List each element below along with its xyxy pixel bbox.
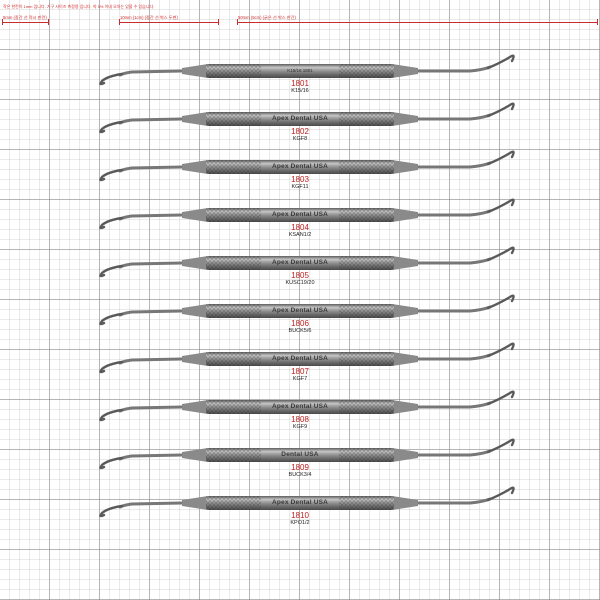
instrument-number: 1810	[291, 511, 309, 520]
instrument-code: BUCK3/4	[288, 472, 312, 478]
curette-instrument	[99, 438, 515, 470]
working-tip-right	[486, 486, 515, 502]
curette-instrument	[99, 486, 515, 518]
working-tip-right	[486, 342, 515, 358]
instrument-number: 1801	[291, 79, 309, 88]
curette-instrument	[99, 342, 515, 374]
curette-instrument	[99, 390, 515, 422]
working-tip-right	[486, 246, 515, 262]
handle-brand-text: Apex Dental USA	[271, 259, 329, 266]
scale-label-5mm: 5mm (중간 선 적시 판란)	[3, 15, 47, 20]
working-tip-left	[99, 456, 124, 470]
curette-instrument	[99, 198, 515, 230]
handle-brand-text: Apex Dental USA	[271, 211, 329, 218]
instrument-number: 1807	[291, 367, 309, 376]
handle-brand-text: Apex Dental USA	[271, 115, 329, 122]
instrument-number: 1806	[291, 319, 309, 328]
working-tip-left	[99, 264, 124, 278]
curette-instrument	[99, 54, 515, 86]
curette-instrument	[99, 246, 515, 278]
handle-brand-text: Apex Dental USA	[271, 307, 329, 314]
working-tip-left	[99, 504, 124, 518]
curette-instrument	[99, 150, 515, 182]
working-tip-right	[486, 438, 515, 454]
scale-tick	[237, 19, 238, 25]
handle-brand-text: Apex Dental USA	[271, 499, 329, 506]
scale-bar-10mm	[119, 22, 218, 23]
instrument-code: KSAN1/2	[288, 232, 312, 238]
scale-tick	[119, 19, 120, 25]
working-tip-right	[486, 54, 515, 70]
measurement-note: 작은 한칸이 1mm 입니다. 기구 사이즈 측정용 입니다. 약 5% 이내 …	[3, 4, 155, 9]
instrument-number: 1804	[291, 223, 309, 232]
scale-bar-50mm	[237, 22, 597, 23]
instrument-code: KGF9	[292, 424, 308, 430]
working-tip-right	[486, 294, 515, 310]
working-tip-right	[486, 198, 515, 214]
handle-stamp-text: K15/16 1801	[287, 68, 313, 73]
instrument-code: KUSC19/20	[285, 280, 315, 286]
scale-label-10mm: 10mm (1cm) (중간 선 박스 두변)	[120, 15, 178, 20]
instrument-code: K15/16	[291, 88, 309, 94]
instrument-code: KGF7	[292, 376, 308, 382]
handle-brand-text: Apex Dental USA	[271, 163, 329, 170]
working-tip-left	[99, 168, 124, 182]
working-tip-right	[486, 390, 515, 406]
handle-brand-text: Dental USA	[281, 451, 319, 458]
instrument-code: KGF8	[292, 136, 308, 142]
scale-bar-5mm	[2, 22, 48, 23]
handle-brand-text: Apex Dental USA	[271, 355, 329, 362]
working-tip-right	[486, 150, 515, 166]
instrument-number: 1805	[291, 271, 309, 280]
working-tip-left	[99, 72, 124, 86]
working-tip-left	[99, 312, 124, 326]
instrument-number: 1803	[291, 175, 309, 184]
working-tip-left	[99, 408, 124, 422]
instrument-code: KGF11	[291, 184, 309, 190]
scale-tick	[48, 19, 49, 25]
instrument-number: 1808	[291, 415, 309, 424]
instrument-code: BUCK5/6	[288, 328, 312, 334]
curette-instrument	[99, 294, 515, 326]
scale-tick	[597, 19, 598, 25]
instrument-number: 1802	[291, 127, 309, 136]
instrument-code: KPO1/2	[290, 520, 310, 526]
working-tip-left	[99, 120, 124, 134]
scale-label-50mm: 50mm (5cm) (굵은 선 박스 한간)	[238, 15, 296, 20]
curette-instrument	[99, 102, 515, 134]
scale-tick	[2, 19, 3, 25]
scale-tick	[218, 19, 219, 25]
handle-brand-text: Apex Dental USA	[271, 403, 329, 410]
working-tip-left	[99, 360, 124, 374]
working-tip-right	[486, 102, 515, 118]
instrument-number: 1809	[291, 463, 309, 472]
working-tip-left	[99, 216, 124, 230]
